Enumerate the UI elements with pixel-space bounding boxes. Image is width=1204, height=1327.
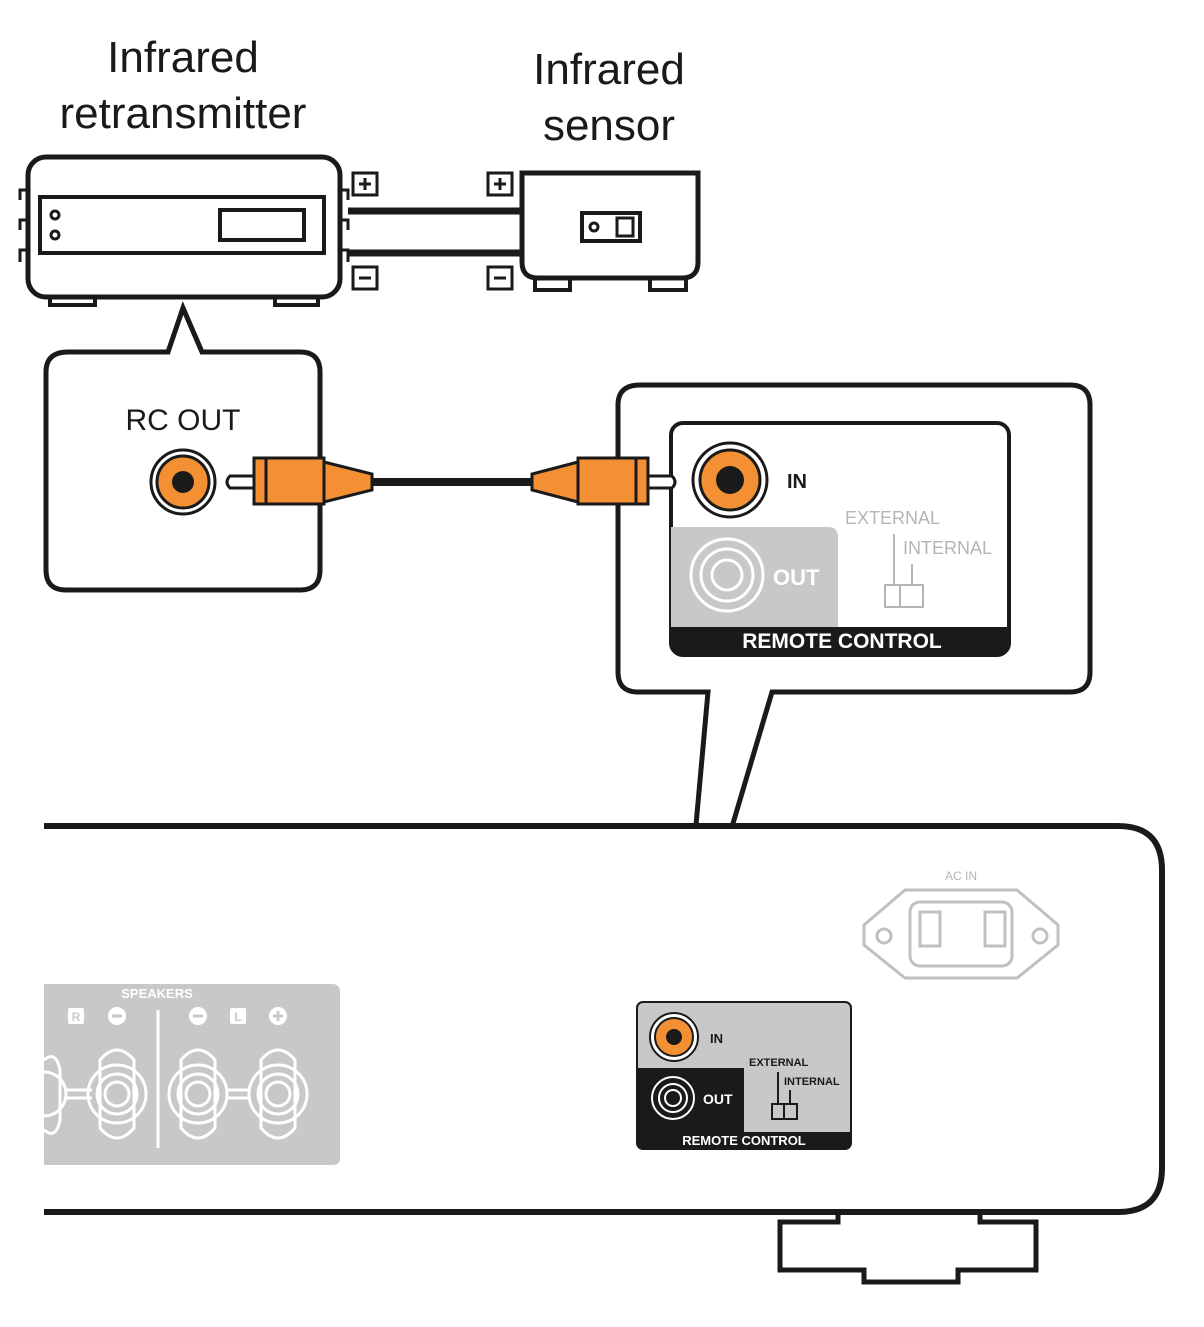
rear-in-jack: [649, 1012, 699, 1062]
polarity-glyphs: [359, 178, 506, 280]
sensor-title-line2: sensor: [543, 101, 675, 150]
rear-foot: [777, 1212, 1039, 1285]
zoom-in-label: IN: [787, 471, 807, 493]
sensor-title-line1: Infrared: [533, 45, 685, 94]
zoom-internal-label: INTERNAL: [903, 538, 992, 558]
retransmitter-title-line1: Infrared: [107, 33, 259, 82]
zoom-in-jack: [691, 441, 769, 519]
speaker-r-label: R: [72, 1010, 81, 1024]
rc-out-label: RC OUT: [126, 404, 241, 437]
infrared-sensor: [519, 170, 701, 292]
rc-out-jack: [149, 448, 217, 516]
rear-footer-label: REMOTE CONTROL: [682, 1133, 806, 1148]
zoom-footer-label: REMOTE CONTROL: [742, 630, 942, 653]
sensor-wires: [348, 207, 522, 257]
rear-external-label: EXTERNAL: [749, 1057, 809, 1069]
polarity-marks: [351, 171, 514, 291]
speaker-l-label: L: [234, 1010, 241, 1024]
speaker-binding-posts: [20, 1048, 309, 1140]
zoom-out-jack: [689, 537, 765, 613]
rear-internal-label: INTERNAL: [784, 1076, 840, 1088]
infrared-retransmitter: [18, 154, 350, 307]
zoom-selector-switch: [884, 534, 924, 608]
speaker-polarity-glyphs: [112, 1011, 283, 1021]
retransmitter-title-line2: retransmitter: [60, 89, 307, 138]
rca-cable: [225, 456, 677, 506]
rear-in-label: IN: [710, 1031, 723, 1046]
ac-in-label: AC IN: [945, 869, 977, 883]
rear-out-label: OUT: [703, 1091, 733, 1107]
zoom-external-label: EXTERNAL: [845, 508, 940, 528]
rear-out-jack: [651, 1076, 695, 1120]
zoom-out-label: OUT: [773, 565, 820, 590]
speakers-label: SPEAKERS: [121, 986, 193, 1001]
rear-selector-switch: [771, 1072, 798, 1120]
ac-inlet: [862, 888, 1060, 980]
